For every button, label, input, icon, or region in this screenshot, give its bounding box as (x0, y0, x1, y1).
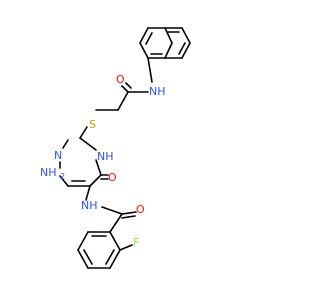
naphthalene-ring (139, 27, 191, 59)
molecule-svg: NH O S N NH NH 2 O NH O F (40, 27, 191, 269)
nh2-subscript: 2 (60, 172, 65, 181)
fluorobenzene-ring (77, 231, 133, 269)
nh2-label: NH (40, 166, 57, 179)
s-thioether-label: S (89, 118, 96, 131)
pyrimidine-ring (59, 137, 102, 187)
nh-amide-bottom-label: NH (81, 199, 98, 212)
o-amide-top-label: O (116, 73, 125, 86)
o-amide-bottom-label: O (136, 203, 145, 216)
n-ring-left-label: N (54, 149, 62, 162)
molecule-structure: NH O S N NH NH 2 O NH O F (40, 27, 191, 269)
nh-ring-label: NH (97, 150, 114, 163)
thioether-link (79, 126, 88, 139)
ring-carbonyl (100, 174, 109, 180)
nh-amide-top-label: NH (149, 85, 166, 98)
o-ring-label: O (108, 171, 117, 184)
atom-labels: NH O S N NH NH 2 O NH O F (40, 73, 166, 249)
f-label: F (133, 236, 139, 249)
amide-bottom (85, 185, 137, 233)
amide-top (95, 57, 153, 111)
